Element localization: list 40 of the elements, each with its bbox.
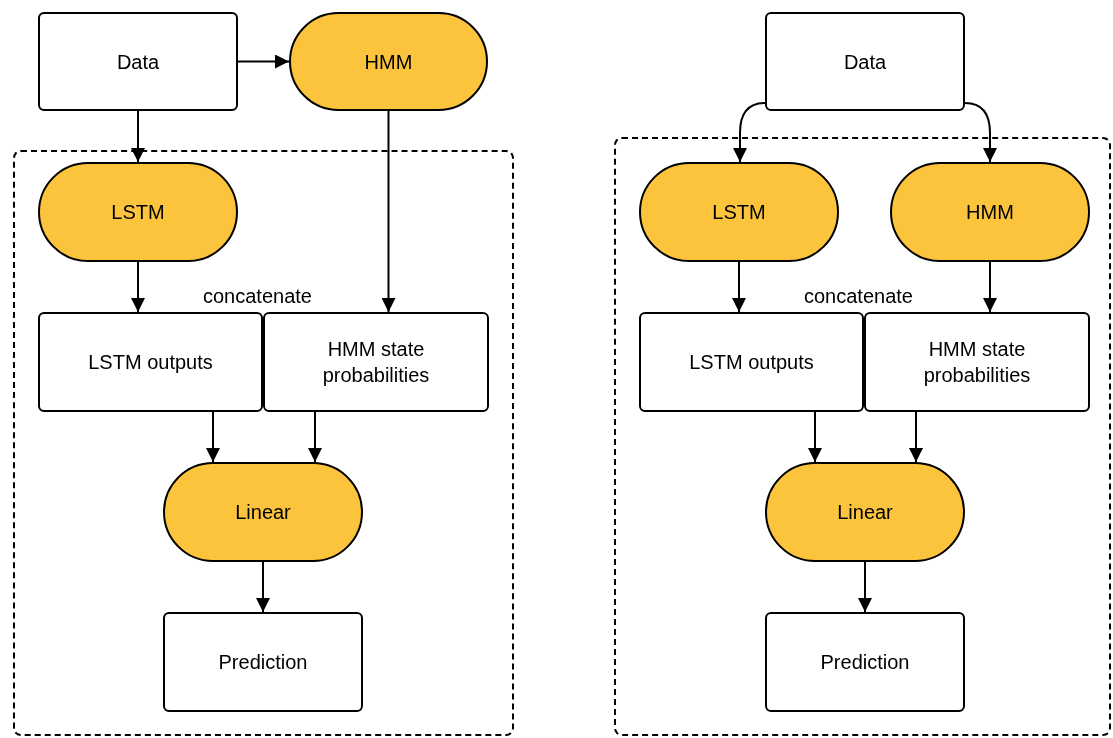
dashed-group-box xyxy=(13,150,514,736)
arrow xyxy=(909,411,923,463)
node-label: Prediction xyxy=(820,650,910,675)
dashed-group-box xyxy=(614,137,1111,736)
process-box xyxy=(263,312,489,412)
process-box xyxy=(864,312,1090,412)
node-label: LSTM outputs xyxy=(689,350,814,375)
node-label: Prediction xyxy=(218,650,308,675)
arrow xyxy=(131,110,145,163)
node-label: HMM xyxy=(364,49,413,75)
arrow xyxy=(237,54,290,69)
node-label: Data xyxy=(116,49,160,75)
node-label: LSTM xyxy=(111,200,165,225)
arrow xyxy=(131,261,145,313)
arrow xyxy=(964,102,997,163)
node-label: Linear xyxy=(235,500,291,525)
process-box xyxy=(765,612,965,712)
arrow xyxy=(256,561,270,613)
process-box xyxy=(765,12,965,111)
arrow xyxy=(206,411,220,463)
node-label: HMM xyxy=(966,200,1014,225)
arrow xyxy=(308,411,322,463)
arrow xyxy=(381,110,396,313)
process-box xyxy=(639,312,864,412)
arrow xyxy=(858,561,872,613)
annotation-text: concatenate xyxy=(203,285,312,308)
node-label: LSTM xyxy=(712,200,766,225)
process-box xyxy=(38,12,238,111)
arrow xyxy=(732,261,746,313)
node-label: HMM state probabilities xyxy=(321,337,431,388)
arrow xyxy=(733,102,766,163)
node-label: Linear xyxy=(837,500,893,525)
node-label: Data xyxy=(843,49,887,75)
node-label: LSTM outputs xyxy=(88,350,213,375)
arrow xyxy=(983,261,997,313)
node-label: HMM state probabilities xyxy=(922,337,1032,388)
process-box xyxy=(163,612,363,712)
arrow xyxy=(808,411,822,463)
annotation-text: concatenate xyxy=(804,285,913,308)
process-box xyxy=(38,312,263,412)
